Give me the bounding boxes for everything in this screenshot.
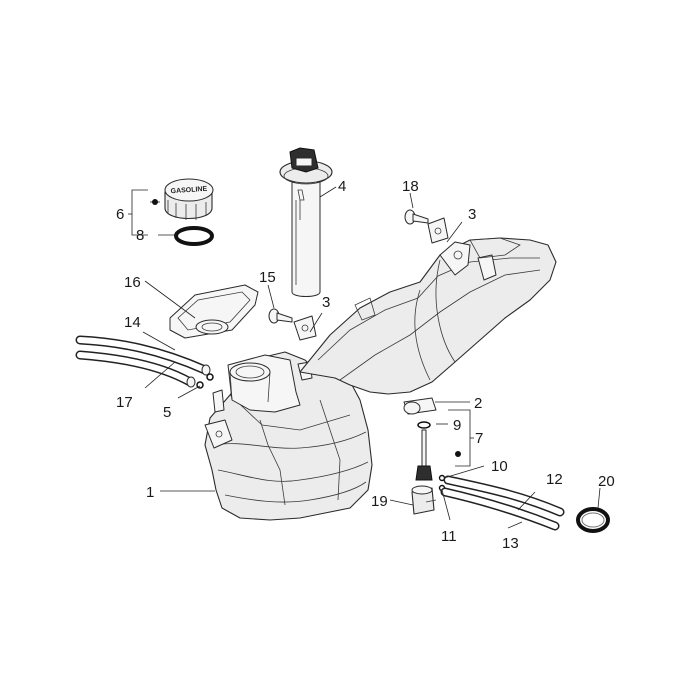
callout-8: 8 [136, 227, 144, 244]
tap-o-ring [417, 421, 431, 429]
callout-9: 9 [453, 417, 461, 434]
callout-14: 14 [124, 314, 141, 331]
fuel-hose-12 [443, 475, 565, 517]
screw-15 [268, 308, 293, 324]
bullet-dot [455, 451, 461, 457]
callout-11: 11 [441, 528, 457, 545]
callout-18: 18 [402, 178, 419, 195]
fuel-cap: GASOLINE [164, 178, 214, 220]
tap-clamp [403, 397, 437, 415]
callout-19: 19 [371, 493, 388, 510]
callout-5: 5 [163, 404, 171, 421]
callout-2: 2 [474, 395, 482, 412]
callout-3: 3 [468, 206, 476, 223]
clip-nut-lower [293, 315, 317, 341]
breather-hose-upper [75, 335, 211, 376]
cap-text: GASOLINE [170, 186, 207, 196]
callout-20: 20 [598, 473, 615, 490]
callout-labels: 1 2 3 3 4 5 6 7 8 9 10 11 12 13 14 15 16… [116, 178, 615, 552]
callout-4: 4 [338, 178, 346, 195]
hose-clip [206, 373, 214, 381]
callout-3: 3 [322, 294, 330, 311]
callout-7: 7 [475, 430, 483, 447]
fuel-hose-13 [440, 487, 560, 531]
fuel-tank [204, 351, 373, 521]
bullet-dot [152, 199, 158, 205]
callout-10: 10 [491, 458, 508, 475]
callout-12: 12 [546, 471, 563, 488]
band-clamp [576, 507, 610, 533]
fuel-filter [411, 485, 437, 515]
clip-nut-upper [427, 217, 449, 244]
callout-16: 16 [124, 274, 141, 291]
frame-chassis [299, 237, 557, 395]
screw-18 [404, 209, 429, 225]
breather-hose-lower [75, 350, 196, 388]
callout-6: 6 [116, 206, 124, 223]
filler-tray [169, 284, 259, 339]
callout-15: 15 [259, 269, 276, 286]
callout-13: 13 [502, 535, 519, 552]
callout-17: 17 [116, 394, 133, 411]
fuel-level-sender [279, 147, 333, 297]
hose-clip [196, 381, 204, 389]
cap-gasket [174, 226, 214, 246]
fuel-tap [415, 429, 433, 481]
callout-1: 1 [146, 484, 154, 501]
